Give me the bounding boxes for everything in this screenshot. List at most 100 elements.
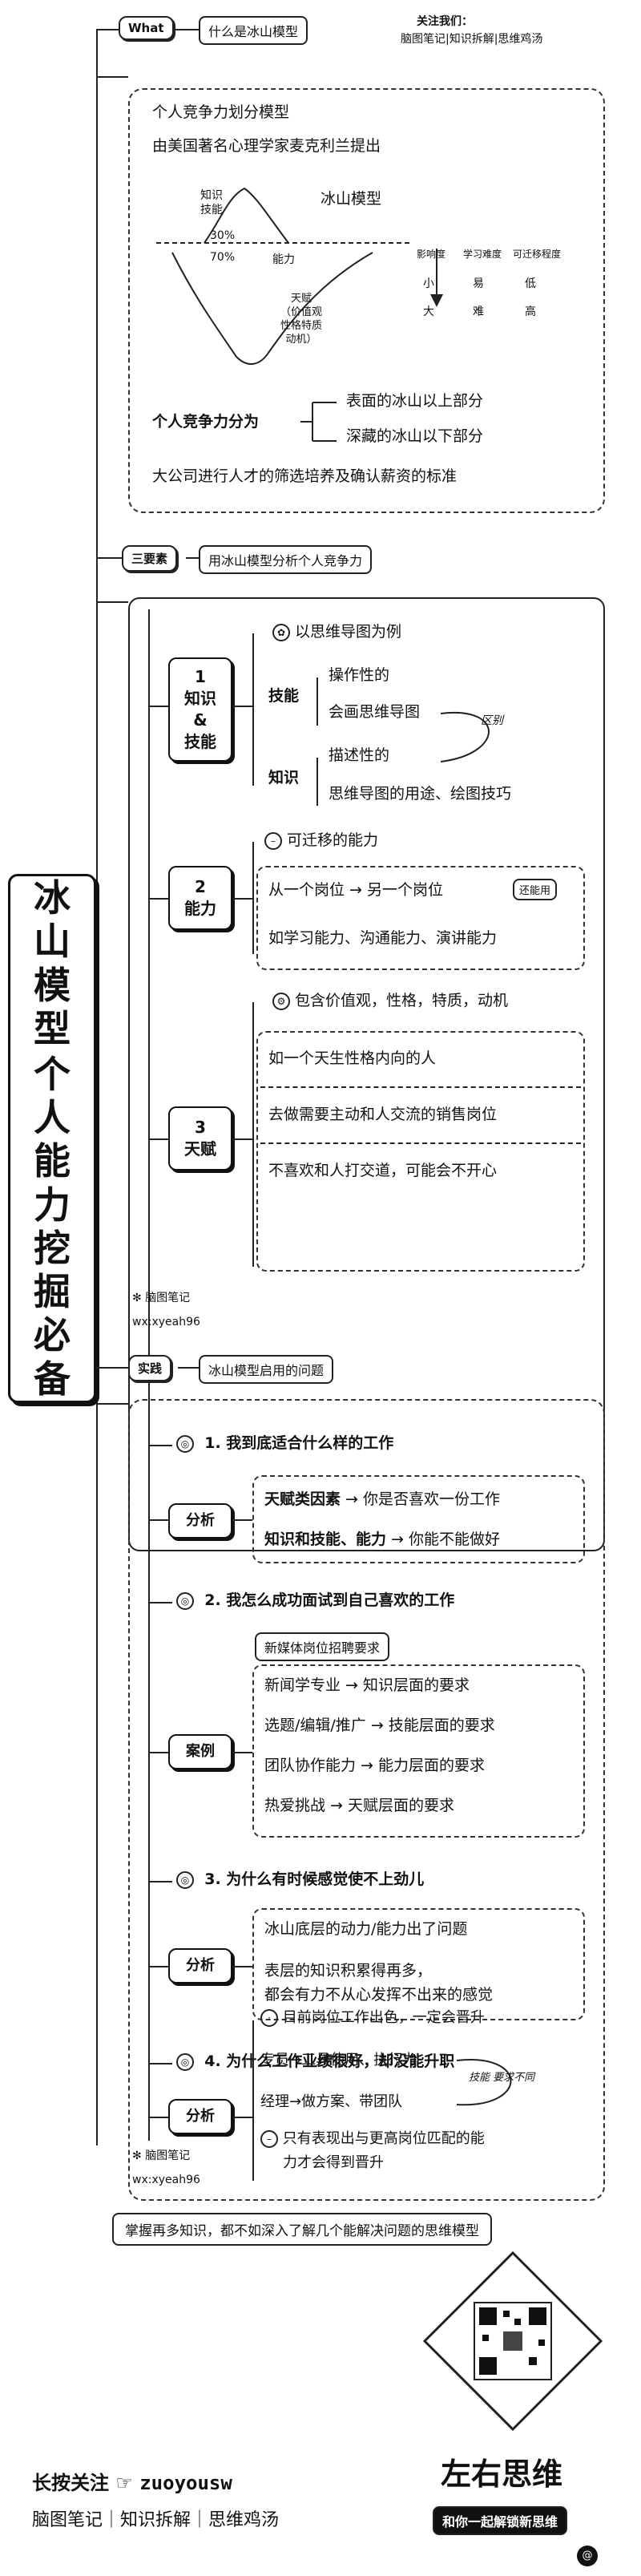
split-label: 个人竞争力分为 (152, 413, 260, 431)
connector (148, 1445, 172, 1446)
a-head-text: 可迁移的能力 (287, 831, 379, 849)
know-2: 思维导图的用途、绘图技巧 (329, 785, 512, 803)
target-icon: ◎ (176, 1591, 194, 1610)
diff-label: 区别 (481, 714, 503, 727)
skill-2: 会画思维导图 (329, 703, 421, 721)
iceberg-pct-bottom: 70% (210, 251, 236, 264)
an1-node: 分析 (168, 1503, 232, 1539)
an1-a-rest: → 你是否喜欢一份工作 (341, 1490, 501, 1508)
three-inner-spine (148, 609, 150, 1507)
connector (148, 2063, 172, 2064)
k-example: ✿ 以思维导图为例 (272, 622, 401, 642)
know-1: 描述性的 (329, 746, 390, 764)
dash-circle-icon: – (260, 2130, 278, 2148)
connector (232, 1966, 252, 1967)
connector (186, 557, 199, 559)
an1-b-rest: → 你能不能做好 (386, 1531, 501, 1548)
node-knowledge-skill: 1 知识 & 技能 (168, 657, 232, 762)
title-char: 模 (34, 963, 71, 1007)
split-bracket (300, 402, 337, 442)
title-char: 个 (34, 1052, 71, 1096)
watermark-2-text: 脑图笔记 (145, 2149, 191, 2162)
connector (96, 1367, 128, 1369)
c1: 新闻学专业 → 知识层面的要求 (264, 1676, 470, 1694)
watermark-1-text: 脑图笔记 (145, 1292, 191, 1304)
bracket (252, 1002, 254, 1267)
an4-a-text: 目前岗位工作出色，一定会晋升 (282, 2009, 485, 2026)
connector (232, 2117, 252, 2118)
connector (96, 557, 122, 559)
brand: 左右思维 (441, 2457, 563, 2492)
case-box (252, 1664, 585, 1838)
title-char: 掘 (34, 1270, 71, 1314)
q4-text: 4. 为什么工作业绩很好，却没能升职 (204, 2052, 455, 2070)
watermark-1: ✻ 脑图笔记 (132, 1292, 191, 1304)
what-content-box (128, 88, 605, 513)
t-2: 去做需要主动和人交流的销售岗位 (268, 1106, 498, 1123)
a-dash-box (256, 866, 585, 970)
target-icon: ◎ (176, 1870, 194, 1889)
case-node: 案例 (168, 1734, 232, 1769)
an4-d1-text: 只有表现出与更高岗位匹配的能 (282, 2130, 485, 2147)
attention-sub: 脑图笔记|知识拆解|思维鸡汤 (401, 33, 543, 46)
connector (148, 898, 168, 900)
q3: ◎ 3. 为什么有时候感觉使不上劲儿 (176, 1870, 424, 1890)
title-char: 必 (34, 1313, 71, 1357)
bracket (316, 677, 318, 726)
practice-content-box (128, 1399, 605, 2201)
node-talent: 3 天赋 (168, 1106, 232, 1171)
connector (148, 706, 168, 707)
col-influence: 影响度 (417, 249, 446, 260)
target-icon: ◎ (176, 1434, 194, 1453)
connector (232, 1752, 252, 1753)
an1-b: 知识和技能、能力 → 你能不能做好 (264, 1530, 500, 1550)
connector (232, 1138, 252, 1140)
title-char: 山 (34, 920, 71, 964)
title-char: 人 (34, 1096, 71, 1140)
an4-b: 专员→工具使用、执行力 (260, 2052, 417, 2068)
an3-b2: 都会有力不从心发挥不出来的感觉 (264, 1986, 494, 2004)
v-easy: 易 (473, 277, 484, 290)
title-char: 挖 (34, 1226, 71, 1270)
bracket (252, 633, 254, 786)
iceberg-ability: 能力 (272, 253, 295, 266)
dash-circle-icon: – (264, 831, 282, 850)
iceberg-skill: 知识 技能 (200, 189, 223, 217)
connector (148, 1602, 172, 1603)
col-learn: 学习难度 (463, 249, 502, 260)
q3-text: 3. 为什么有时候感觉使不上劲儿 (204, 1870, 425, 1888)
an3-b1: 表层的知识积累得再多， (264, 1962, 433, 1980)
t-head: ⚙ 包含价值观，性格，特质，动机 (272, 991, 508, 1011)
split-above: 表面的冰山以上部分 (346, 392, 484, 410)
connector (232, 1519, 252, 1521)
qr-frame (422, 2250, 603, 2432)
t-1: 如一个天生性格内向的人 (268, 1049, 437, 1067)
c4: 热爱挑战 → 天赋层面的要求 (264, 1797, 454, 1814)
t-head-text: 包含价值观，性格，特质，动机 (295, 992, 509, 1009)
k-example-text: 以思维导图为例 (295, 623, 402, 641)
what-last: 大公司进行人才的筛选培养及确认薪资的标准 (152, 467, 458, 485)
connector (96, 601, 128, 603)
t-3: 不喜欢和人打交道，可能会不开心 (268, 1162, 498, 1179)
three-header: 用冰山模型分析个人竞争力 (199, 545, 373, 574)
what-item-2: 由美国著名心理学家麦克利兰提出 (152, 137, 381, 155)
a-1: 从一个岗位 → 另一个岗位 (268, 881, 443, 899)
main-title: 冰 山 模 型 个 人 能 力 挖 掘 必 备 (8, 874, 96, 1403)
an4-node: 分析 (168, 2099, 232, 2134)
connector (96, 76, 128, 78)
bracket (252, 2020, 254, 2181)
c2: 选题/编辑/推广 → 技能层面的要求 (264, 1717, 495, 1734)
an1-b-bold: 知识和技能、能力 (264, 1531, 387, 1548)
a-1-tag: 还能用 (513, 879, 558, 900)
connector (148, 1752, 168, 1753)
footer-tags: 脑图笔记｜知识拆解｜思维鸡汤 (32, 2510, 280, 2530)
three-content-box (128, 597, 605, 1551)
skill-label: 技能 (268, 687, 300, 705)
q1-text: 1. 我到底适合什么样的工作 (204, 1434, 394, 1452)
q4: ◎ 4. 为什么工作业绩很好，却没能升职 (176, 2052, 454, 2072)
hand-icon: ☞ (115, 2472, 133, 2494)
a-head: – 可迁移的能力 (264, 831, 378, 851)
connector (148, 1881, 172, 1882)
connector (96, 29, 119, 30)
three-tag: 三要素 (122, 545, 178, 572)
